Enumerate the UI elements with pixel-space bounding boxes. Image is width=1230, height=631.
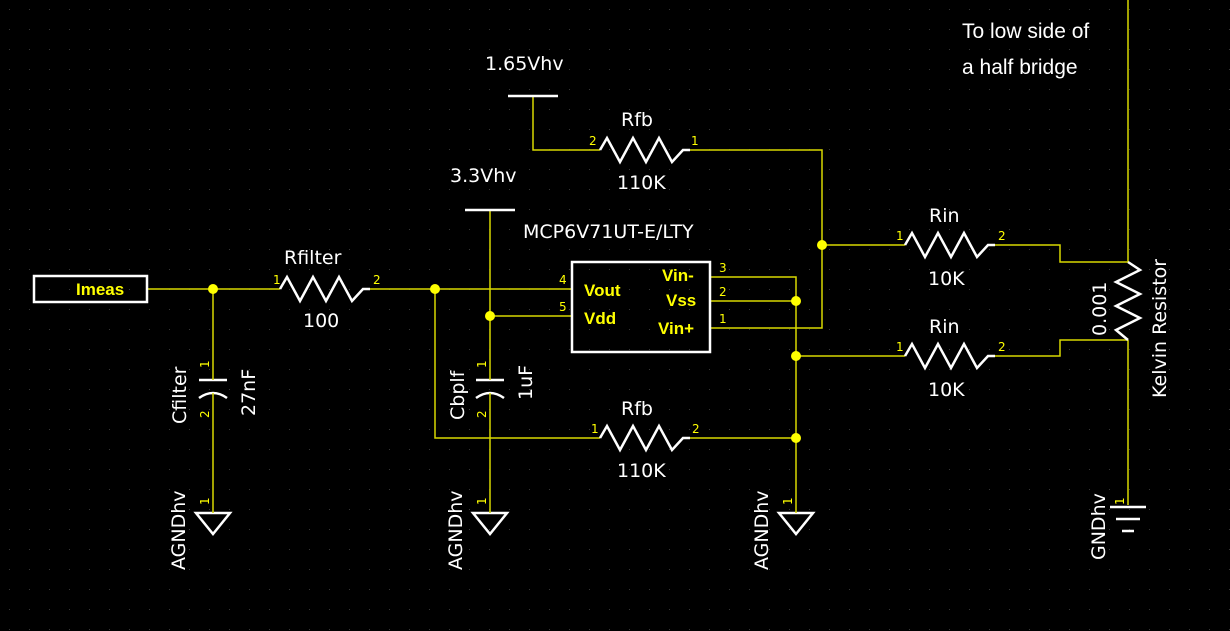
pin-number: 2 [692,422,700,436]
supply-3v3[interactable]: 3.3Vhv [450,165,517,212]
resistor-rin-top[interactable]: Rin 10K 1 2 [896,205,1006,290]
agnd-symbol-2[interactable]: AGNDhv 1 [445,490,510,570]
pin-number: 3 [719,261,727,275]
junction-dot [208,284,218,294]
rin-bottom-value: 10K [928,379,965,401]
resistor-rin-bottom[interactable]: Rin 10K 1 2 [896,316,1006,401]
pin-number: 1 [591,422,599,436]
rfb-top-value: 110K [617,172,666,194]
shunt-name: Kelvin Resistor [1149,259,1171,398]
opamp-pin-vss: Vss [666,291,696,310]
gnd-label: GNDhv [1088,493,1110,560]
rfb-bottom-name: Rfb [621,398,653,420]
pin-number: 1 [198,497,212,505]
pin-number: 2 [998,340,1006,354]
kelvin-shunt-resistor[interactable]: 0.001 Kelvin Resistor [1089,259,1171,398]
imeas-port[interactable]: Imeas [32,274,149,304]
note-line-1: To low side of [962,20,1089,43]
pin-number: 2 [475,410,489,418]
pin-number: 2 [719,285,727,299]
agnd-symbol-3[interactable]: AGNDhv 1 [751,490,816,570]
rin-top-value: 10K [928,268,965,290]
pin-number: 1 [781,497,795,505]
capacitor-cbplf[interactable]: Cbplf 1uF 1 2 [447,360,537,420]
pin-number: 1 [475,360,489,368]
agnd-symbol-1[interactable]: AGNDhv 1 [168,490,233,570]
pin-number: 1 [691,134,699,148]
rfb-bottom-value: 110K [617,460,666,482]
rin-bottom-name: Rin [929,316,960,338]
pin-number: 1 [1113,497,1127,505]
note-line-2: a half bridge [962,56,1078,79]
opamp-pin-vin-minus: Vin- [662,266,694,285]
pin-number: 4 [559,273,567,287]
resistor-rfb-top[interactable]: Rfb 110K 2 1 [589,109,699,194]
junction-dot [817,240,827,250]
wires [147,0,1129,505]
pin-number: 1 [475,497,489,505]
junctions [208,240,827,443]
supply-3v3-label: 3.3Vhv [450,165,517,187]
rin-top-name: Rin [929,205,960,227]
supply-1v65[interactable]: 1.65Vhv [485,53,564,98]
pin-number: 2 [198,410,212,418]
cbplf-name: Cbplf [447,369,469,420]
rfilter-value: 100 [303,310,339,332]
shunt-value: 0.001 [1089,282,1111,336]
agnd-label: AGNDhv [751,490,773,570]
junction-dot [485,311,495,321]
rfb-top-name: Rfb [621,109,653,131]
cbplf-value: 1uF [515,365,537,400]
resistor-rfb-bottom[interactable]: Rfb 110K 1 2 [591,398,700,482]
opamp-pin-vdd: Vdd [584,309,616,328]
opamp-mcp6v71[interactable]: MCP6V71UT-E/LTY Vout Vdd Vin- Vss Vin+ 4… [523,221,727,354]
opamp-pin-vout: Vout [584,281,621,300]
pin-number: 2 [998,229,1006,243]
cfilter-name: Cfilter [169,366,191,424]
pin-number: 5 [559,300,567,314]
pin-number: 1 [719,312,727,326]
junction-dot [791,433,801,443]
pin-number: 2 [373,273,381,287]
pin-number: 1 [896,229,904,243]
agnd-label: AGNDhv [445,490,467,570]
supply-1v65-label: 1.65Vhv [485,53,564,75]
rfilter-name: Rfilter [284,247,342,269]
capacitor-cfilter[interactable]: Cfilter 27nF 1 2 [169,360,260,424]
pin-number: 2 [589,134,597,148]
pin-number: 1 [273,273,281,287]
resistor-rfilter[interactable]: Rfilter 100 1 2 [273,247,381,332]
pin-number: 1 [198,360,212,368]
junction-dot [791,351,801,361]
junction-dot [791,296,801,306]
gnd-symbol[interactable]: GNDhv 1 [1088,493,1146,560]
junction-dot [430,284,440,294]
opamp-pin-vin-plus: Vin+ [658,319,694,338]
imeas-port-label: Imeas [76,280,124,299]
pin-number: 1 [896,340,904,354]
cfilter-value: 27nF [238,369,260,416]
opamp-part-number: MCP6V71UT-E/LTY [523,221,694,243]
agnd-label: AGNDhv [168,490,190,570]
